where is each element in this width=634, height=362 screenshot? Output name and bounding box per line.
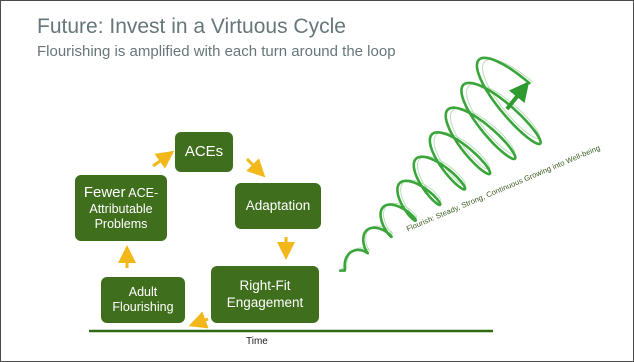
slide-subtitle: Flourishing is amplified with each turn … [37,43,396,60]
fewer-problems-box: Fewer ACE- Attributable Problems [75,175,167,241]
fewer-label-line3: Problems [94,217,148,232]
adult-label-line2: Flourishing [112,300,174,314]
right-fit-engagement-box: Right-Fit Engagement [211,266,319,323]
spiral-coil [338,56,542,273]
slide-title: Future: Invest in a Virtuous Cycle [37,15,346,38]
aces-label: ACEs [184,142,224,160]
flourish-spiral [338,56,542,273]
fewer-label-line2: Attributable [89,201,153,216]
adaptation-label: Adaptation [245,197,311,213]
ace-dash: ACE- [125,185,159,200]
fewer-label-line1: Fewer ACE- [84,184,158,202]
arrow-fewer-to-aces [152,150,175,169]
spiral-arrow-tip [505,81,530,111]
spiral-shadow [341,58,540,270]
right-fit-label-line2: Engagement [226,294,304,310]
arrow-aces-to-adaptation [245,157,266,178]
time-axis-label: Time [246,336,268,347]
adult-flourishing-box: Adult Flourishing [101,277,185,323]
adult-label-line1: Adult [128,284,158,299]
aces-box: ACEs [175,132,233,172]
right-fit-label-line1: Right-Fit [239,278,291,294]
fewer-word: Fewer [83,183,126,201]
arrow-rightfit-to-adult [188,311,209,329]
adaptation-box: Adaptation [235,183,321,229]
